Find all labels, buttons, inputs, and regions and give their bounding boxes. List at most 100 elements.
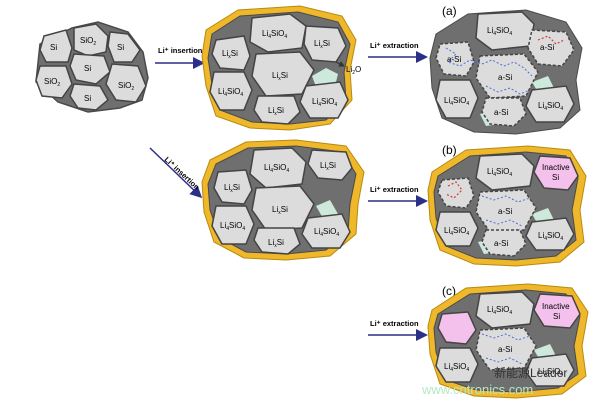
li4sio4-particle <box>435 211 479 247</box>
si-particle <box>69 53 111 85</box>
label-li4sio4: Li4SiO4 <box>264 163 289 174</box>
label-li4sio4: Li4SiO4 <box>444 362 469 373</box>
panel-label-a: (a) <box>442 4 457 18</box>
label-sio2: SiO2 <box>80 36 96 47</box>
label-lisi: LixSi <box>272 71 288 82</box>
sio2-particle <box>105 63 147 103</box>
li4sio4-particle <box>299 81 349 119</box>
label-si: Si <box>84 94 91 103</box>
label-li4sio4: Li4SiO4 <box>444 96 469 107</box>
label-li4sio4: Li4SiO4 <box>220 221 245 232</box>
si-particle <box>107 31 141 63</box>
asi-particle <box>435 41 475 77</box>
arrow-label: Li⁺ extraction <box>370 41 419 50</box>
panel-label-c: (c) <box>442 284 456 298</box>
li4sio4-particle <box>475 153 535 191</box>
label-li4sio4: Li4SiO4 <box>538 231 563 242</box>
lisi-particle <box>213 169 253 205</box>
label-lisi: LixSi <box>272 205 288 216</box>
label-asi: a-Si <box>498 207 512 216</box>
panel-b-cluster: Li4SiO4 Inactive Si a-Si Li4SiO4 Li4SiO4… <box>427 145 587 267</box>
li-path-red <box>537 35 565 45</box>
extraction-arrow-a: Li⁺ extraction <box>368 41 428 63</box>
label-asi: a-Si <box>498 73 512 82</box>
li-path-blue <box>485 85 531 95</box>
arrow-label: Li⁺ extraction <box>370 319 419 328</box>
lisi-particle <box>251 185 315 231</box>
si-particle <box>69 83 109 111</box>
asi-particle <box>437 177 475 209</box>
arrow-label: Li⁺ extraction <box>370 185 419 194</box>
li4sio4-particle <box>525 85 575 123</box>
label-li4sio4: Li4SiO4 <box>314 227 339 238</box>
label-lisi: LixSi <box>224 183 240 194</box>
li-path-blue <box>481 333 531 341</box>
label-inactive: Inactive <box>542 302 570 311</box>
label-li4sio4: Li4SiO4 <box>487 305 512 316</box>
insertion-arrow-diagonal: Li⁺ insertion <box>149 147 203 199</box>
label-li4sio4: Li4SiO4 <box>312 97 337 108</box>
lisi-particle <box>211 35 251 71</box>
label-lisi: LixSi <box>222 49 238 60</box>
panel-c-cluster: Li4SiO4 Inactive Si a-Si Li4SiO4 Li4SiO4 <box>427 283 589 399</box>
lisi-particle <box>253 227 301 255</box>
extraction-arrow-c: Li⁺ extraction <box>368 319 428 341</box>
sio2-particle <box>35 65 73 99</box>
asi-particle <box>481 229 527 257</box>
label-li4sio4: Li4SiO4 <box>444 226 469 237</box>
sio2-particle <box>73 23 109 57</box>
inactive-si-particle <box>533 293 581 329</box>
label-li2o: Li2O <box>346 65 361 76</box>
li4sio4-particle <box>525 353 575 387</box>
label-asi: a-Si <box>447 55 461 64</box>
inactive-si-particle <box>533 155 579 191</box>
lisi-particle <box>307 149 353 181</box>
arrow-label: Li⁺ insertion <box>158 46 203 55</box>
label-si: Si <box>117 43 124 52</box>
inactive-si-particle <box>437 311 477 345</box>
initial-particle-cluster: Si SiO2 Si Si SiO2 SiO2 Si <box>35 21 149 113</box>
insertion-arrow-top: Li⁺ insertion <box>155 46 205 69</box>
label-lisi: LixSi <box>314 39 330 50</box>
label-inactive-si: Si <box>553 312 560 321</box>
label-lisi: LixSi <box>268 106 284 117</box>
li4sio4-particle <box>249 147 307 189</box>
li4sio4-particle <box>525 217 575 251</box>
label-sio2: SiO2 <box>44 77 60 88</box>
lithiated-particle-cluster: Li4SiO4 LixSi LixSi LixSi Li4SiO4 Li4SiO… <box>201 5 361 131</box>
li4sio4-particle <box>435 347 479 383</box>
label-asi: a-Si <box>498 345 512 354</box>
arrow-label: Li⁺ insertion <box>163 155 202 192</box>
extraction-arrow-b: Li⁺ extraction <box>368 185 428 207</box>
lisi-particle <box>253 95 301 125</box>
li-path-blue <box>485 357 523 365</box>
label-li4sio4: Li4SiO4 <box>487 26 512 37</box>
label-inactive: Inactive <box>542 163 570 172</box>
li-path-blue <box>481 195 531 203</box>
watermark-brand: 新能源Leader <box>494 366 568 380</box>
label-li4sio4: Li4SiO4 <box>218 87 243 98</box>
label-asi: a-Si <box>494 108 508 117</box>
label-asi: a-Si <box>494 239 508 248</box>
label-si: Si <box>50 43 57 52</box>
label-li4sio4: Li4SiO4 <box>538 101 563 112</box>
asi-particle <box>475 53 539 99</box>
panel-a-cluster: Li4SiO4 a-Si a-Si a-Si Li4SiO4 Li4SiO4 a… <box>429 9 583 135</box>
label-li4sio4: Li4SiO4 <box>538 367 563 378</box>
label-lisi: LixSi <box>268 238 284 249</box>
label-asi: a-Si <box>540 43 554 52</box>
label-sio2: SiO2 <box>118 81 134 92</box>
panel-label-b: (b) <box>442 143 457 157</box>
li-path-blue <box>485 219 523 227</box>
li4sio4-particle <box>249 13 307 53</box>
li4sio4-particle <box>435 79 479 119</box>
label-inactive-si: Si <box>552 173 559 182</box>
asi-particle <box>481 97 527 127</box>
label-li4sio4: Li4SiO4 <box>262 29 287 40</box>
lisi-particle <box>251 51 315 97</box>
si-particle <box>39 29 73 63</box>
label-si: Si <box>84 64 91 73</box>
li4sio4-particle <box>301 213 351 249</box>
